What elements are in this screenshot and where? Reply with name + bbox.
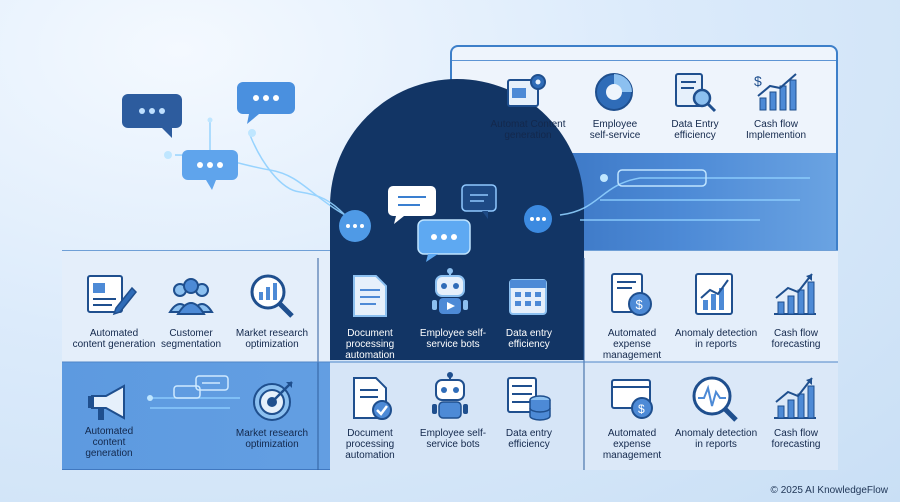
calendar-grid-icon (509, 279, 547, 315)
magnifier-chart-icon (250, 274, 294, 318)
chat-bubble-icon (195, 375, 229, 391)
svg-text:$: $ (638, 402, 645, 416)
chat-bubble-icon (461, 184, 497, 219)
document-check-icon (353, 377, 392, 420)
report-chart-icon (695, 273, 733, 315)
chat-bubble-icon (388, 186, 436, 224)
target-icon (253, 381, 293, 421)
row2-middle-label: Document processing automation (345, 428, 395, 461)
chat-bubble-icon (182, 150, 238, 190)
pie-chart-icon (595, 73, 633, 111)
row1-left-label: Customer segmentation (160, 328, 222, 350)
chat-bubble-icon (339, 210, 371, 242)
robot-icon (432, 372, 468, 419)
database-icon (507, 377, 551, 421)
row2-right-label: Anomaly detection in reports (674, 428, 758, 450)
row1-middle-label: Data entry efficiency (505, 328, 553, 350)
chat-bubble-icon (417, 219, 471, 262)
growth-chart-icon (774, 273, 816, 315)
svg-text:$: $ (754, 73, 762, 89)
robot-icon (432, 268, 468, 314)
document-search-icon (675, 73, 717, 113)
row1-right-label: Anomaly detection in reports (674, 328, 758, 350)
row1-left-label: Automated content generation (72, 328, 156, 350)
top-right-item-label: Automat Content generation (490, 119, 566, 141)
row1-left-label: Market research optimization (235, 328, 309, 350)
chat-bubble-icon (173, 385, 201, 399)
row2-middle-label: Data entry efficiency (505, 428, 553, 450)
top-right-item-label: Cash flow Implemention (745, 119, 807, 141)
row1-middle-label: Document processing automation (345, 328, 395, 361)
growth-chart-icon (774, 377, 816, 419)
document-icon (353, 275, 387, 317)
top-right-item-label: Data Entry efficiency (671, 119, 719, 141)
row1-right-label: Cash flow forecasting (771, 328, 821, 350)
article-edit-icon (87, 275, 138, 316)
row2-right-label: Cash flow forecasting (771, 428, 821, 450)
cash-flow-chart-icon: $ (754, 73, 797, 111)
people-group-icon (168, 278, 214, 315)
chat-bubble-icon (237, 82, 295, 124)
svg-text:$: $ (636, 297, 644, 312)
row1-right-label: Automated expense management (602, 328, 662, 361)
top-right-item-label: Employee self-service (589, 119, 641, 141)
row2-left-label: Automated content generation (84, 426, 134, 459)
row2-middle-label: Employee self- service bots (419, 428, 487, 450)
copyright-text: © 2025 AI KnowledgeFlow (770, 485, 888, 496)
row2-left-label: Market research optimization (235, 428, 309, 450)
screen-dollar-icon: $ (611, 379, 653, 419)
megaphone-icon (88, 384, 125, 420)
chat-bubble-icon (524, 205, 552, 233)
chat-bubble-icon (122, 94, 182, 138)
row1-middle-label: Employee self- service bots (419, 328, 487, 350)
content-generation-icon (507, 74, 546, 107)
row2-right-label: Automated expense management (602, 428, 662, 461)
magnifier-wave-icon (692, 376, 738, 422)
chat-bubble-icon (617, 169, 707, 187)
invoice-dollar-icon: $ (611, 273, 652, 316)
top-right-panel-rule (452, 60, 836, 61)
